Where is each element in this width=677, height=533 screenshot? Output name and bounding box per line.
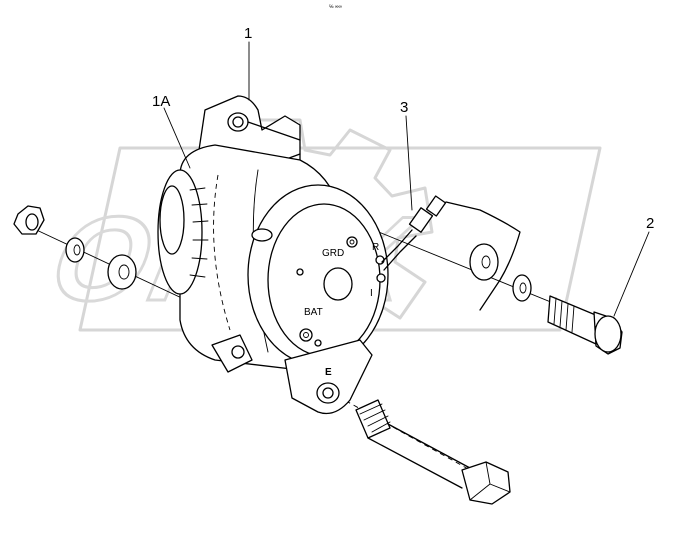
- flat-washer-right: [469, 243, 499, 281]
- callout-2: 2: [646, 215, 654, 232]
- hex-nut: [13, 205, 45, 235]
- callout-1a: 1A: [152, 93, 170, 110]
- alternator-lower-leg: [284, 339, 373, 415]
- flat-washer-left: [107, 254, 137, 290]
- leader-3: [405, 115, 413, 211]
- mounting-bolt: [547, 295, 623, 355]
- terminal-label-grd: GRD: [322, 248, 344, 259]
- header-mark: ℅ ∞∞: [329, 4, 342, 10]
- lock-washer: [65, 237, 85, 263]
- watermark-frame: [78, 146, 602, 332]
- spring-washer-right: [512, 274, 532, 302]
- harness-connector: [408, 207, 434, 233]
- callout-3: 3: [400, 99, 408, 116]
- callout-1: 1: [244, 25, 252, 42]
- alternator-body: [157, 144, 389, 373]
- terminal-label-r: R: [372, 242, 379, 253]
- right-hardware: [469, 243, 623, 355]
- leader-1a: [163, 107, 191, 169]
- lower-through-bolt: [355, 399, 511, 505]
- rear-boss: [323, 267, 353, 301]
- left-hardware: [13, 205, 137, 290]
- terminal-label-i: I: [370, 288, 373, 299]
- terminal-label-e: E: [325, 367, 332, 378]
- wire-harness: [381, 195, 521, 311]
- leader-2: [613, 231, 650, 317]
- terminal-label-bat: BAT: [304, 307, 323, 318]
- harness-plug: [425, 195, 447, 217]
- pulley-hub: [159, 185, 185, 255]
